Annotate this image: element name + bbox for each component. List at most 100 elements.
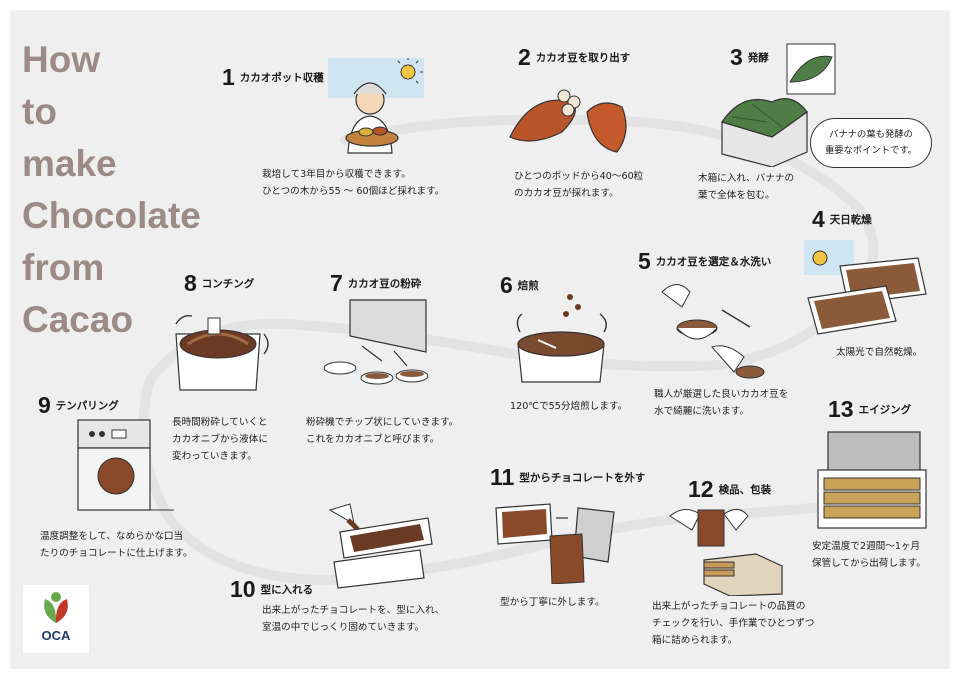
step-11-heading: 11 型からチョコレートを外す (490, 464, 645, 491)
step-2-heading: 2 カカオ豆を取り出す (518, 44, 630, 71)
description-line: 葉で全体を包む。 (698, 187, 794, 204)
step-9-description: 温度調整をして、なめらかな口当たりのチョコレートに仕上げます。 (40, 528, 193, 562)
step-label: カカオ豆を選定＆水洗い (656, 256, 772, 268)
step-3-description: 木箱に入れ、バナナの葉で全体を包む。 (698, 170, 794, 204)
step-8-description: 長時間粉砕していくとカカオニブから液体に変わっていきます。 (172, 414, 268, 465)
step-12-description: 出来上がったチョコレートの品質のチェックを行い、手作業でひとつずつ箱に詰められま… (652, 598, 814, 649)
description-line: 長時間粉砕していくと (172, 414, 268, 431)
curved-arrow-icon (517, 314, 606, 332)
inspection-packing-illustration (664, 496, 794, 596)
drying-tray-illustration (800, 236, 928, 336)
description-line: 120℃で55分焙煎します。 (510, 398, 627, 415)
step-13-heading: 13 エイジング (828, 396, 911, 423)
description-line: 太陽光で自然乾燥。 (836, 344, 922, 361)
cacao-pod-illustration (502, 82, 652, 162)
step-label: カカオポット収穫 (240, 72, 324, 84)
step-number: 10 (230, 576, 256, 602)
step-number: 8 (184, 270, 197, 296)
demold-illustration (490, 494, 620, 584)
step-2-description: ひとつのポッドから40～60粒のカカオ豆が採れます。 (514, 168, 643, 202)
step-label: 型に入れる (261, 584, 314, 596)
step-10-heading: 10 型に入れる (230, 576, 313, 603)
description-line: 粉砕機でチップ状にしていきます。 (306, 414, 458, 431)
step-number: 6 (500, 272, 513, 298)
description-line: ひとつのポッドから40～60粒 (514, 168, 643, 185)
bubble-line: 重要なポイントです。 (811, 143, 931, 159)
oca-logo: OCA (23, 585, 89, 653)
description-line: 水で綺麗に洗います。 (654, 403, 788, 420)
step-12-heading: 12 検品、包装 (688, 476, 771, 503)
title-line: Chocolate (22, 190, 201, 242)
step-number: 3 (730, 44, 743, 70)
step-4-description: 太陽光で自然乾燥。 (836, 344, 922, 361)
step-9-heading: 9 テンパリング (38, 392, 119, 419)
step-13-description: 安定温度で2週間～1ヶ月保管してから出荷します。 (812, 538, 926, 572)
step-8-heading: 8 コンチング (184, 270, 254, 297)
step-number: 7 (330, 270, 343, 296)
bubble-line: バナナの葉も発酵の (811, 127, 931, 143)
mold-pouring-illustration (320, 500, 438, 590)
step-label: エイジング (859, 404, 912, 416)
step-number: 1 (222, 64, 235, 90)
description-line: 保管してから出荷します。 (812, 555, 926, 572)
description-line: 木箱に入れ、バナナの (698, 170, 794, 187)
description-line: 出来上がったチョコレートの品質の (652, 598, 814, 615)
step-number: 2 (518, 44, 531, 70)
title-line: How (22, 34, 201, 86)
speech-bubble: バナナの葉も発酵の 重要なポイントです。 (810, 118, 932, 168)
step-label: 発酵 (748, 52, 769, 64)
step-label: 天日乾燥 (830, 214, 872, 226)
step-7-description: 粉砕機でチップ状にしていきます。これをカカオニブと呼びます。 (306, 414, 458, 448)
step-5-heading: 5 カカオ豆を選定＆水洗い (638, 248, 771, 275)
step-4-heading: 4 天日乾燥 (812, 206, 872, 233)
logo-mark-icon (23, 585, 89, 629)
title-line: to (22, 86, 201, 138)
step-label: カカオ豆を取り出す (536, 52, 631, 64)
step-number: 5 (638, 248, 651, 274)
step-number: 13 (828, 396, 854, 422)
step-3-heading: 3 発酵 (730, 44, 769, 71)
step-number: 11 (490, 464, 514, 490)
description-line: これをカカオニブと呼びます。 (306, 431, 458, 448)
poster-title: How to make Chocolate from Cacao (22, 34, 201, 346)
step-10-description: 出来上がったチョコレートを、型に入れ、室温の中でじっくり固めていきます。 (262, 602, 444, 636)
description-line: 栽培して3年目から収穫できます。 (262, 166, 444, 183)
description-line: 温度調整をして、なめらかな口当 (40, 528, 193, 545)
step-label: コンチング (202, 278, 255, 290)
conching-machine-illustration (168, 304, 276, 392)
title-line: from (22, 242, 201, 294)
description-line: チェックを行い、手作業でひとつずつ (652, 615, 814, 632)
step-label: カカオ豆の粉砕 (348, 278, 422, 290)
step-label: テンパリング (56, 400, 119, 412)
description-line: 出来上がったチョコレートを、型に入れ、 (262, 602, 444, 619)
description-line: 職人が厳選した良いカカオ豆を (654, 386, 788, 403)
description-line: ひとつの木から55 ～ 60個ほど採れます。 (262, 183, 444, 200)
step-6-description: 120℃で55分焙煎します。 (510, 398, 627, 415)
step-label: 検品、包装 (719, 484, 772, 496)
step-5-description: 職人が厳選した良いカカオ豆を水で綺麗に洗います。 (654, 386, 788, 420)
step-label: 焙煎 (518, 280, 539, 292)
step-1-description: 栽培して3年目から収穫できます。ひとつの木から55 ～ 60個ほど採れます。 (262, 166, 444, 200)
step-number: 12 (688, 476, 714, 502)
step-label: 型からチョコレートを外す (519, 472, 645, 484)
description-line: のカカオ豆が採れます。 (514, 185, 643, 202)
grinder-illustration (322, 296, 437, 388)
step-number: 9 (38, 392, 51, 418)
step-7-heading: 7 カカオ豆の粉砕 (330, 270, 421, 297)
step-11-description: 型から丁寧に外します。 (500, 594, 605, 611)
description-line: カカオニブから液体に (172, 431, 268, 448)
step-6-heading: 6 焙煎 (500, 272, 539, 299)
tempering-machine-illustration (70, 418, 178, 518)
description-line: 安定温度で2週間～1ヶ月 (812, 538, 926, 555)
step-1-heading: 1 カカオポット収穫 (222, 64, 324, 91)
title-line: make (22, 138, 201, 190)
farmer-illustration (328, 58, 428, 158)
aging-rack-illustration (810, 430, 930, 532)
bean-sorting-illustration (652, 272, 777, 384)
description-line: たりのチョコレートに仕上げます。 (40, 545, 193, 562)
description-line: 型から丁寧に外します。 (500, 594, 605, 611)
step-number: 4 (812, 206, 825, 232)
description-line: 変わっていきます。 (172, 448, 268, 465)
description-line: 箱に詰められます。 (652, 632, 814, 649)
description-line: 室温の中でじっくり固めていきます。 (262, 619, 444, 636)
